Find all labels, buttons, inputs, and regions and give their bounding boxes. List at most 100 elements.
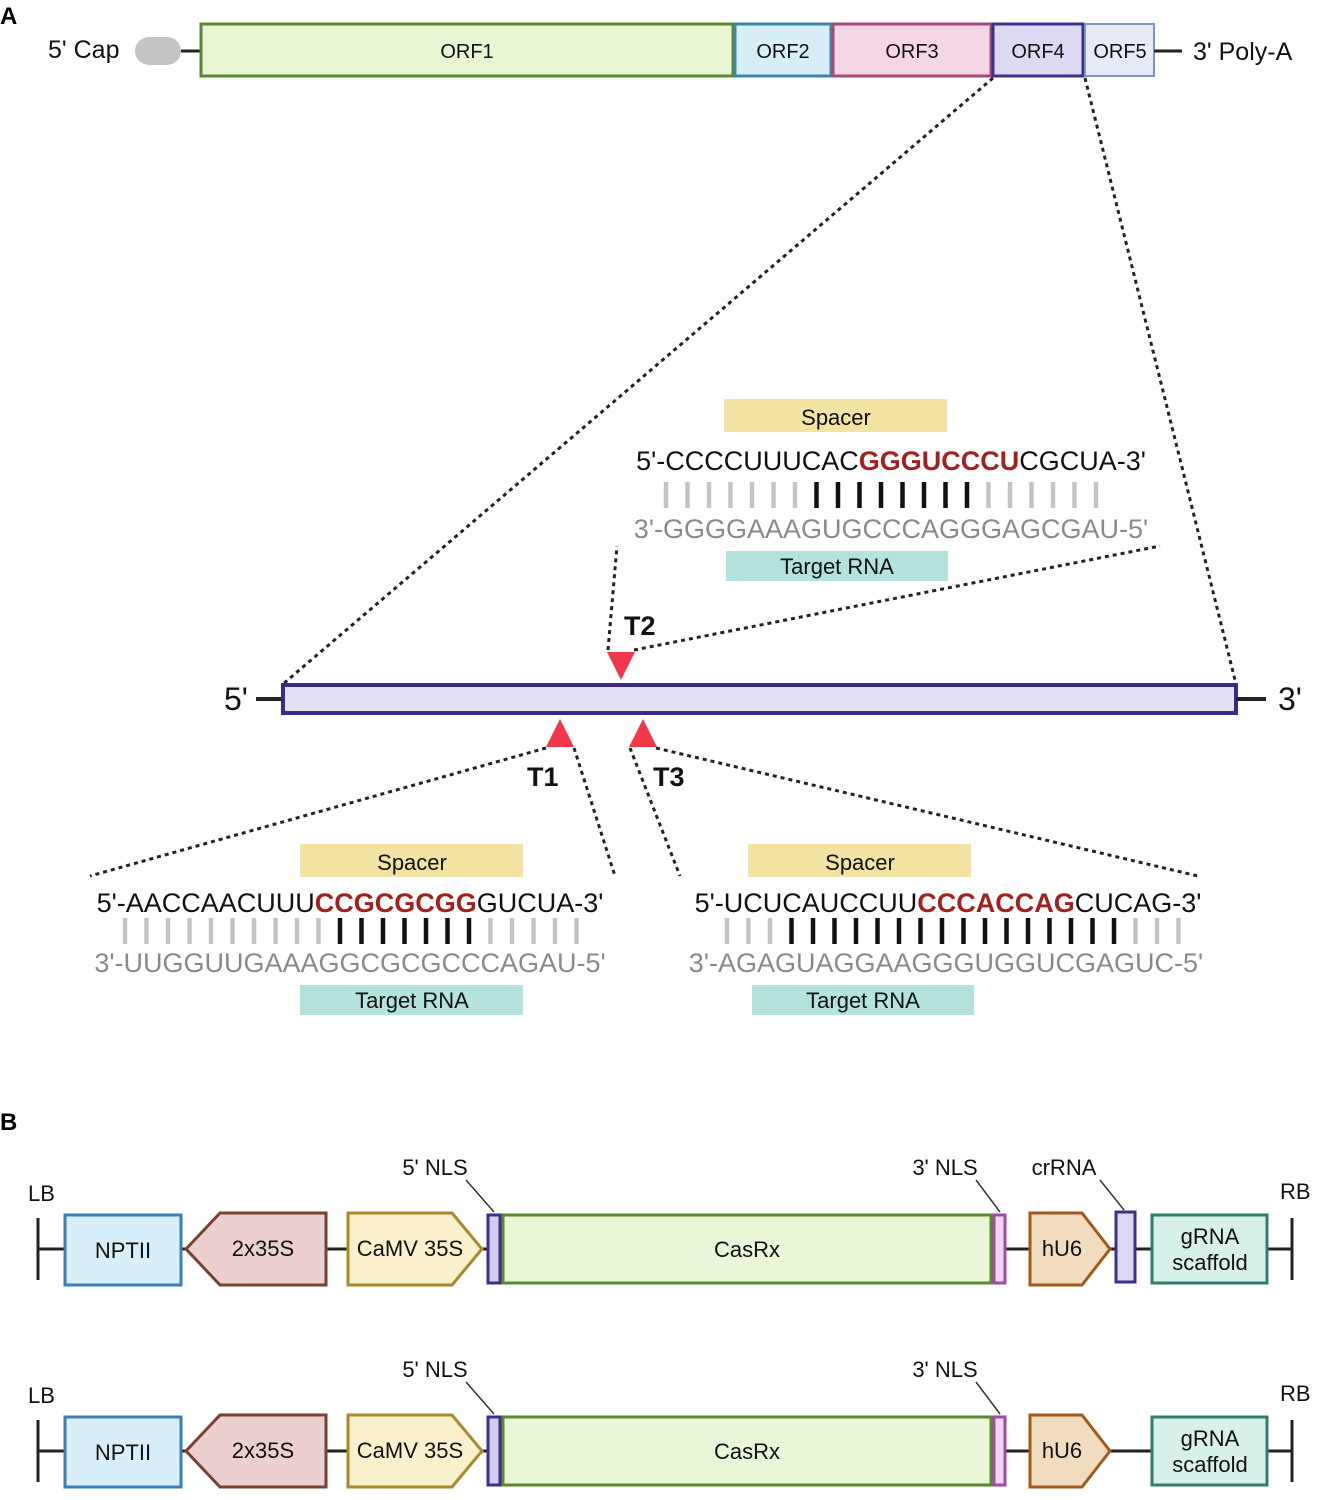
- t3-line-right: [655, 746, 1199, 878]
- t2-spacer-seq-5: 5'-CCCCUUUCAC: [636, 446, 859, 476]
- t2-target-sequence: 3'-GGGGAAAGUGCCCAGGGAGCGAU-5': [634, 514, 1148, 544]
- zoom-bar: [283, 685, 1236, 713]
- t1-line-right: [572, 747, 617, 877]
- orf3-box: [833, 24, 991, 76]
- t1-spacer-seq-3: GUCUA-3': [477, 888, 604, 918]
- c1-5nls-label: 5' NLS: [402, 1155, 467, 1180]
- t1-target-label: Target RNA: [355, 988, 469, 1013]
- orf2-label: ORF2: [756, 41, 809, 63]
- c2-scaffold-label-1: gRNA: [1181, 1426, 1240, 1451]
- orf3-border: [831, 22, 993, 78]
- c1-scaffold-box: [1150, 1213, 1269, 1285]
- zoom-line-right: [1083, 77, 1238, 685]
- c1-3nls-box: [992, 1213, 1007, 1285]
- t3-spacer-bar: [748, 844, 971, 877]
- c2-camv35s-promoter: [346, 1413, 484, 1489]
- t3-spacer-label: Spacer: [825, 850, 895, 875]
- t3-line-left: [628, 747, 682, 877]
- cap-label: 5' Cap: [48, 36, 119, 64]
- t2-spacer-bar: [724, 399, 947, 432]
- c1-5nls-box: [486, 1213, 502, 1285]
- c2-casrx-box: [501, 1415, 993, 1487]
- t2-target-label: Target RNA: [780, 554, 894, 579]
- orf3-label: ORF3: [885, 41, 938, 63]
- t3-spacer-seq-3: CUCAG-3': [1075, 888, 1202, 918]
- t3-base-pairs: [724, 918, 1181, 944]
- t2-spacer-seq-3: CGCUA-3': [1019, 446, 1146, 476]
- t3-target-label: Target RNA: [806, 988, 920, 1013]
- c1-camv35s-label: CaMV 35S: [357, 1236, 463, 1261]
- cap-shape: [135, 37, 181, 65]
- c2-2x35s-label: 2x35S: [232, 1438, 294, 1463]
- zoom-line-left: [282, 76, 994, 686]
- t1-target-bar: [300, 985, 523, 1015]
- c2-nptii-box: [63, 1415, 183, 1489]
- c1-casrx-box: [501, 1213, 993, 1285]
- t1-label: T1: [527, 762, 559, 792]
- orf5-label: ORF5: [1093, 41, 1146, 63]
- orf2-box: [735, 24, 831, 76]
- c1-nptii-label: NPTII: [95, 1238, 151, 1263]
- orf4-label: ORF4: [1011, 41, 1064, 63]
- t1-spacer-label: Spacer: [377, 850, 447, 875]
- c1-nptii-box: [63, 1213, 183, 1287]
- c1-5nls-leader: [465, 1179, 495, 1213]
- c1-hu6-promoter: [1028, 1211, 1112, 1287]
- c2-5nls-box: [486, 1415, 502, 1487]
- c1-crrna-label: crRNA: [1032, 1155, 1097, 1180]
- c1-crrna-box: [1114, 1210, 1137, 1284]
- c2-camv35s-label: CaMV 35S: [357, 1438, 463, 1463]
- t3-label: T3: [653, 762, 685, 792]
- panel-b-letter: B: [0, 1109, 17, 1136]
- t3-target-bar: [752, 985, 974, 1015]
- t2-label: T2: [624, 611, 656, 641]
- c2-rb-label: RB: [1280, 1381, 1311, 1406]
- t1-target-sequence: 3'-UUGGUUGAAAGGCGCGCCCAGAU-5': [94, 948, 605, 978]
- c2-3nls-leader: [975, 1381, 1001, 1415]
- t2-base-pairs: [663, 482, 1099, 508]
- t1-spacer-bar: [300, 844, 523, 877]
- polya-label: 3' Poly-A: [1193, 38, 1293, 66]
- c2-nptii-label: NPTII: [95, 1440, 151, 1465]
- t1-spacer-sequence: 5'-AACCAACUUUCCGCGCGGGUCUA-3': [97, 888, 604, 918]
- orf2-border: [733, 22, 833, 78]
- t3-spacer-seq-5: 5'-UCUCAUCCUU: [695, 888, 918, 918]
- c1-crrna-leader: [1099, 1179, 1125, 1211]
- c1-3nls-label: 3' NLS: [912, 1155, 977, 1180]
- c2-lb-label: LB: [28, 1383, 55, 1408]
- t3-spacer-sequence: 5'-UCUCAUCCUUCCCACCAGCUCAG-3': [695, 888, 1202, 918]
- orf4-box: [993, 24, 1083, 76]
- c1-scaffold-label-2: scaffold: [1172, 1250, 1247, 1275]
- c2-5nls-leader: [465, 1381, 495, 1415]
- c1-2x35s-label: 2x35S: [232, 1236, 294, 1261]
- orf1-box: [201, 24, 733, 76]
- t1-base-pairs: [122, 918, 579, 944]
- zoom-end3: 3': [1278, 681, 1302, 717]
- c2-scaffold-box: [1150, 1415, 1269, 1487]
- t2-spacer-seq-core: GGGUCCCU: [859, 446, 1020, 476]
- zoom-end5: 5': [224, 681, 248, 717]
- t3-target-sequence: 3'-AGAGUAGGAAGGGUGGUCGAGUC-5': [689, 948, 1203, 978]
- orf1-border: [199, 22, 735, 78]
- c2-5nls-label: 5' NLS: [402, 1357, 467, 1382]
- c1-casrx-label: CasRx: [714, 1237, 780, 1262]
- c1-2x35s-promoter: [183, 1211, 328, 1287]
- c1-hu6-label: hU6: [1042, 1236, 1082, 1261]
- t1-triangle: [546, 719, 574, 747]
- t1-sequence-panel: Spacer 5'-AACCAACUUUCCGCGCGGGUCUA-3' 3'-…: [94, 844, 606, 1015]
- orf4-zoom: 5' 3': [224, 681, 1302, 717]
- construct-1: LB RB NPTII 2x35S CaMV 35S 5' NLS CasRx …: [28, 1155, 1311, 1287]
- t2-line-left: [606, 545, 619, 651]
- c1-rb-label: RB: [1280, 1179, 1311, 1204]
- t3-spacer-seq-core: CCCACCAG: [917, 888, 1075, 918]
- c2-hu6-label: hU6: [1042, 1438, 1082, 1463]
- t1-line-left: [89, 746, 547, 878]
- orf1-label: ORF1: [440, 41, 493, 63]
- c1-3nls-leader: [975, 1179, 1001, 1213]
- t1-spacer-seq-core: CCGCGCGG: [315, 888, 477, 918]
- t2-spacer-sequence: 5'-CCCCUUUCACGGGUCCCUCGCUA-3': [636, 446, 1146, 476]
- genome-map: 5' Cap ORF1 ORF2 ORF3 ORF4 ORF5 3' Poly-…: [48, 22, 1293, 78]
- c2-scaffold-label-2: scaffold: [1172, 1452, 1247, 1477]
- c2-3nls-label: 3' NLS: [912, 1357, 977, 1382]
